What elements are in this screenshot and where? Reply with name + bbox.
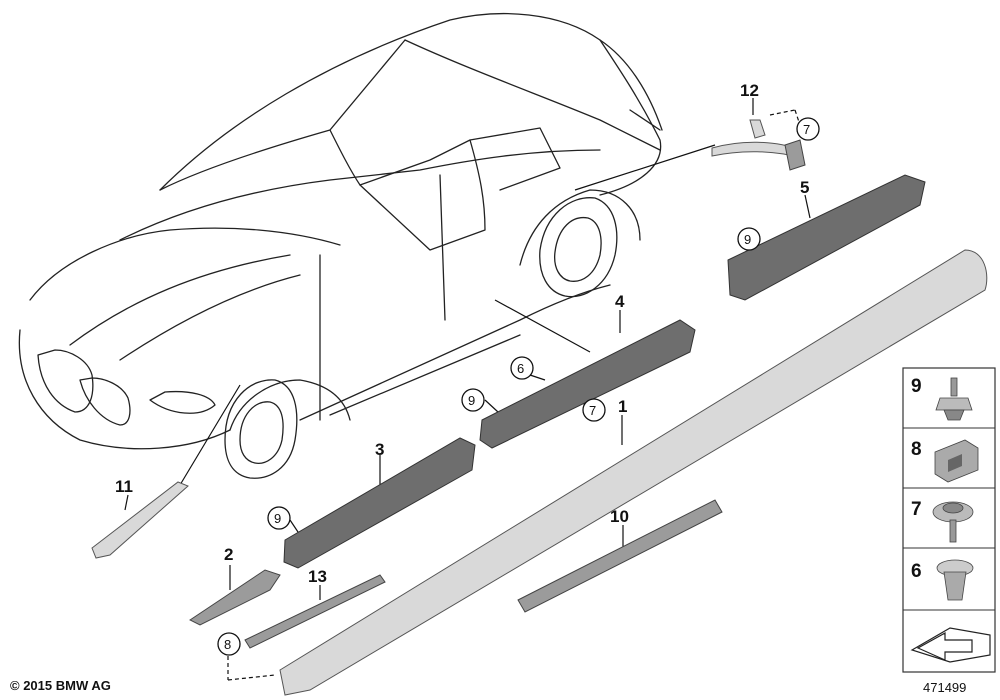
expanding-rivet-icon (936, 559, 974, 601)
screw-icon (932, 501, 974, 543)
callout-9-middle: 9 (468, 393, 475, 408)
copyright-text: © 2015 BMW AG (10, 678, 111, 693)
legend-6: 6 (911, 561, 922, 582)
direction-arrow-icon (910, 627, 991, 663)
car-outline (18, 13, 663, 479)
legend-9: 9 (911, 376, 922, 397)
callout-7-top: 7 (803, 122, 810, 137)
callout-12: 12 (740, 81, 759, 100)
part-10-strip (517, 499, 723, 613)
nut-clip-icon (934, 439, 979, 483)
part-13-strip (244, 574, 386, 649)
callouts: 1 2 3 4 5 10 11 12 13 (115, 81, 809, 586)
part-2-bracket (189, 569, 281, 626)
callout-3: 3 (375, 440, 384, 459)
callout-4: 4 (615, 292, 625, 311)
fastener-legend: 9 8 7 6 (902, 367, 996, 673)
callout-13: 13 (308, 567, 327, 586)
part-4-rail (479, 319, 696, 449)
legend-7: 7 (911, 499, 922, 520)
callout-2: 2 (224, 545, 233, 564)
callout-1: 1 (618, 397, 627, 416)
bolt-clip-icon (935, 377, 973, 421)
part-3-rail (283, 437, 476, 569)
part-11-trim-strip (91, 481, 189, 559)
part-5-rail (727, 174, 926, 301)
callout-6: 6 (517, 361, 524, 376)
legend-8: 8 (911, 439, 922, 460)
diagram-number: 471499 (923, 680, 967, 695)
part-12-bracket (711, 119, 806, 171)
callout-11: 11 (115, 477, 133, 496)
callout-9-right: 9 (744, 232, 751, 247)
callout-8: 8 (224, 637, 231, 652)
circled-callouts: 6 7 7 8 9 9 9 (217, 117, 820, 656)
callout-9-left: 9 (274, 511, 281, 526)
callout-5: 5 (800, 178, 809, 197)
part-1-sill-cover (279, 249, 988, 696)
callout-7-middle: 7 (589, 403, 596, 418)
callout-10: 10 (610, 507, 629, 526)
